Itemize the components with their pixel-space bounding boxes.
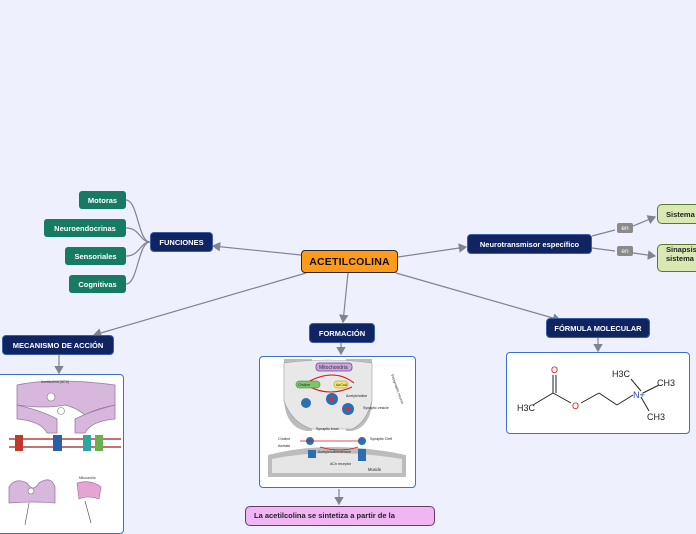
topic-neurotransmisor-especifico[interactable]: Neurotransmisor específico xyxy=(467,234,592,254)
connector-sistema xyxy=(632,215,657,227)
formula-label-h3c-left: H3C xyxy=(517,403,536,413)
leaf-sistema-label: Sistema xyxy=(666,209,695,219)
subtopic-sensoriales[interactable]: Sensoriales xyxy=(65,247,126,265)
synapse-label-synaptic-cleft: Synaptic Cleft xyxy=(370,437,392,441)
connector-formula xyxy=(395,272,562,323)
leaf-sinapsis-line1: Sinapsis xyxy=(666,245,696,254)
synapse-label-ach-receptor: ACh receptor xyxy=(330,462,352,466)
image-mecanismo-de-accion[interactable]: Acetilcolina (ACh) Mitocondria xyxy=(0,374,124,534)
formula-label-n-plus: N+ xyxy=(633,390,645,400)
connector-mecanismo xyxy=(92,272,307,338)
formula-label-ch3-right: CH3 xyxy=(657,378,675,388)
mecanismo-illustration: Acetilcolina (ACh) Mitocondria xyxy=(8,380,121,526)
synapse-label-acetylcoa: AcCoA xyxy=(336,383,348,387)
synapse-label-acetate: Acetate xyxy=(278,444,290,448)
link-label-en-2: en xyxy=(617,246,633,256)
leaf-sinapsis-line2: sistema xyxy=(666,254,694,263)
topic-mecanismo-de-accion[interactable]: MECANISMO DE ACCIÓN xyxy=(2,335,114,355)
synapse-illustration: Mitochondria Choline AcCoA Acetylcholine… xyxy=(268,359,406,477)
connector-motoras xyxy=(125,199,151,243)
synapse-label-acetylcholine: Acetylcholine xyxy=(346,394,367,398)
formula-label-o-double: O xyxy=(551,365,558,375)
mecanismo-label-top: Acetilcolina (ACh) xyxy=(41,380,69,384)
image-formula-molecular[interactable]: O O H3C H3C N+ CH3 CH3 xyxy=(506,352,690,434)
connector-en-2 xyxy=(591,247,616,252)
image-formacion-synapse[interactable]: Mitochondria Choline AcCoA Acetylcholine… xyxy=(259,356,416,488)
synapse-label-ache: Acetylcholinesterase xyxy=(318,450,351,454)
note-formacion-sintesis[interactable]: La acetilcolina se sintetiza a partir de… xyxy=(245,506,435,526)
connector-funciones xyxy=(211,241,302,256)
synapse-label-synaptic-vesicle: Synaptic vesicle xyxy=(363,406,389,410)
formula-label-h3c-top: H3C xyxy=(612,369,631,379)
link-label-en-1: en xyxy=(617,223,633,233)
subtopic-cognitivas[interactable]: Cognitivas xyxy=(69,275,126,293)
synapse-label-presynaptic: Presynaptic neuron xyxy=(390,374,404,404)
topic-funciones[interactable]: FUNCIONES xyxy=(150,232,213,252)
formula-label-ch3-bottom: CH3 xyxy=(647,412,665,422)
formula-label-o-ester: O xyxy=(572,401,579,411)
connector-neurotransmisor xyxy=(397,243,468,258)
leaf-sistema[interactable]: Sistema xyxy=(657,204,696,224)
central-node-acetilcolina[interactable]: ACETILCOLINA xyxy=(301,250,398,273)
subtopic-motoras[interactable]: Motoras xyxy=(79,191,126,209)
formula-structure: O O H3C H3C N+ CH3 CH3 xyxy=(517,365,675,422)
connector-en-1 xyxy=(591,229,616,237)
synapse-label-choline-top: Choline xyxy=(298,383,310,387)
connector-formacion xyxy=(338,272,349,324)
subtopic-neuroendocrinas[interactable]: Neuroendocrinas xyxy=(44,219,126,237)
connector-lines xyxy=(54,199,657,506)
connector-cognitivas xyxy=(125,241,151,285)
mecanismo-label-mid: Mitocondria xyxy=(79,476,96,480)
synapse-label-choline: Choline xyxy=(278,437,290,441)
connector-neuroendocrinas xyxy=(125,227,151,243)
topic-formacion[interactable]: FORMACIÓN xyxy=(309,323,375,343)
topic-formula-molecular[interactable]: FÓRMULA MOLECULAR xyxy=(546,318,650,338)
leaf-sinapsis[interactable]: Sinapsis sistema xyxy=(657,244,696,272)
synapse-label-mitochondria: Mitochondria xyxy=(319,365,348,371)
synapse-label-synaptic-knob: Synaptic knob xyxy=(316,427,339,431)
connector-sinapsis xyxy=(632,250,657,260)
synapse-label-muscle: Muscle xyxy=(368,467,382,472)
